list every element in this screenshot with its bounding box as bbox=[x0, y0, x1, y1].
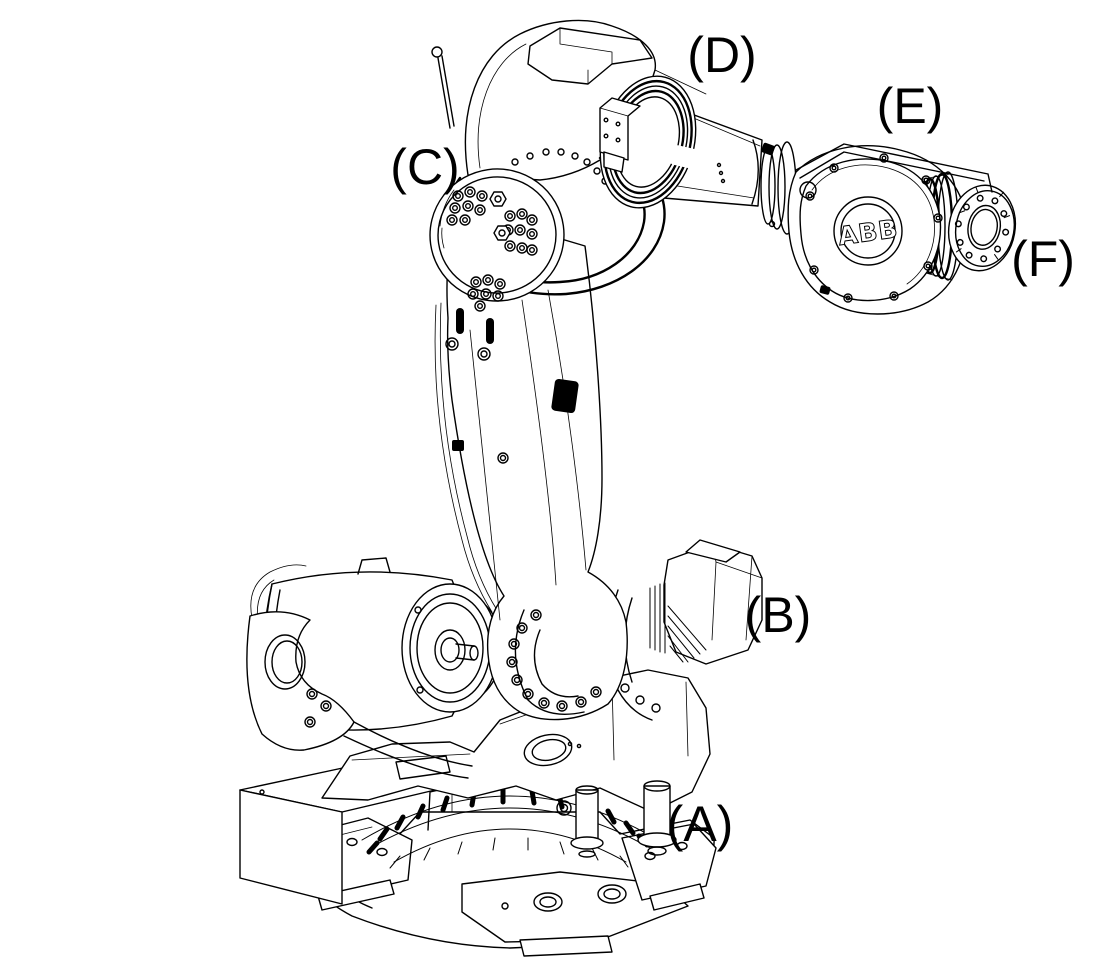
bolt-cluster-top-left bbox=[446, 186, 488, 226]
label-E: (E) bbox=[876, 78, 944, 134]
axis2-motor bbox=[649, 539, 763, 665]
label-A: (A) bbox=[666, 796, 734, 852]
ring-bolt-holes bbox=[511, 148, 609, 185]
horseshoe-bolts bbox=[506, 609, 602, 712]
lifting-brackets bbox=[445, 302, 498, 361]
flange-bolt-circle bbox=[954, 194, 1010, 263]
shoulder-drum bbox=[246, 557, 503, 779]
label-F: (F) bbox=[1011, 231, 1075, 287]
wrist-unit: ABB bbox=[760, 141, 1017, 315]
turntable-frame bbox=[321, 669, 711, 858]
cable-conduits bbox=[570, 780, 677, 858]
cover-screws bbox=[799, 153, 943, 303]
tool-flange bbox=[947, 184, 1017, 272]
axis3-gearbox-disc bbox=[429, 168, 565, 361]
label-B: (B) bbox=[744, 587, 812, 643]
slew-ring-teeth bbox=[366, 787, 650, 855]
abb-logo-boss: ABB bbox=[833, 196, 903, 266]
label-D: (D) bbox=[687, 27, 757, 83]
center-hex-bolts bbox=[489, 191, 511, 241]
column-fittings bbox=[452, 379, 579, 464]
bolt-cluster-bottom bbox=[467, 274, 506, 312]
upper-arm bbox=[599, 75, 763, 209]
bolt-cluster-right bbox=[502, 208, 538, 256]
label-C: (C) bbox=[390, 139, 460, 195]
